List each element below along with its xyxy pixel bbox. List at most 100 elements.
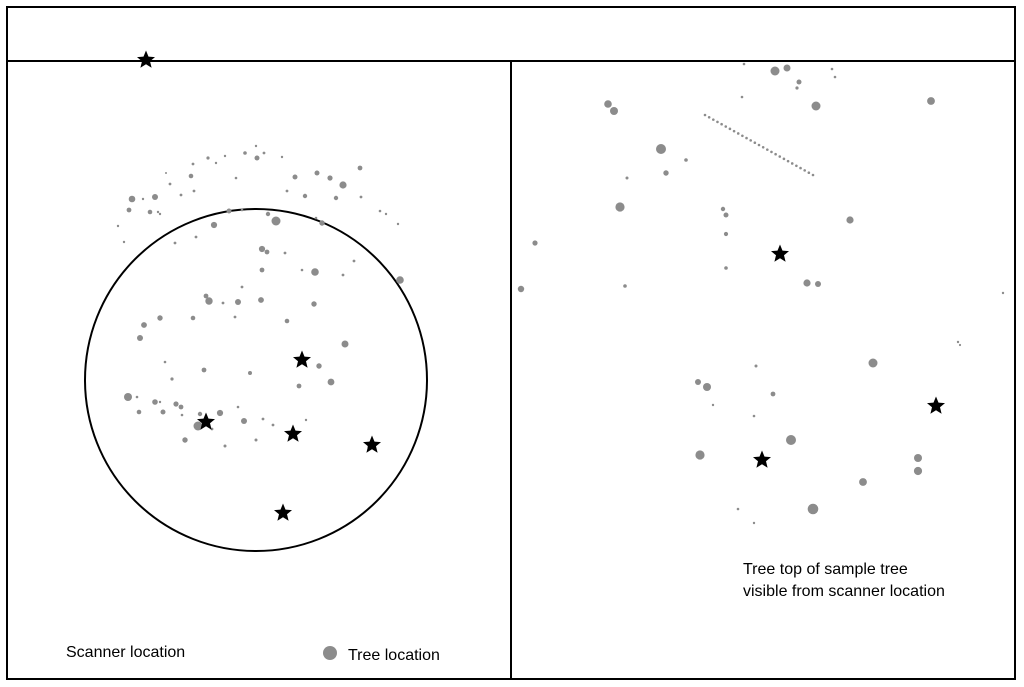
tree-point: [137, 335, 143, 341]
tree-point: [141, 197, 145, 201]
tree-point: [311, 268, 319, 276]
tree-point: [264, 249, 270, 255]
tree-point: [216, 409, 224, 417]
tree-point: [160, 409, 166, 415]
tree-point: [786, 159, 790, 163]
right-panel: [517, 62, 1005, 525]
tree-point: [723, 212, 729, 218]
tree-point: [720, 206, 726, 212]
tree-point: [803, 169, 806, 172]
tree-point: [703, 113, 707, 117]
tree-point: [284, 318, 290, 324]
tree-point: [736, 507, 740, 511]
tree-point: [152, 194, 158, 200]
tree-point: [795, 164, 798, 168]
tree-point: [807, 171, 811, 174]
tree-point: [296, 383, 302, 389]
tree-point: [141, 322, 147, 328]
tree-point: [761, 146, 765, 149]
tree-point: [1001, 291, 1005, 295]
tree-point: [749, 139, 752, 142]
tree-point: [233, 315, 237, 319]
tree-point: [135, 395, 139, 399]
scanner-star-icon: [274, 503, 292, 521]
right-scanner-points: [753, 244, 945, 468]
left-scanner-points: [197, 350, 381, 521]
tree-point: [728, 127, 732, 131]
tree-point: [165, 172, 167, 174]
tree-point: [958, 343, 962, 347]
tree-point: [240, 285, 244, 289]
tree-point: [194, 235, 198, 239]
tree-point: [724, 125, 728, 128]
tree-point: [124, 393, 132, 401]
tree-point: [623, 284, 627, 288]
tree-point: [280, 155, 284, 159]
tree-point: [152, 399, 158, 405]
tree-point: [254, 144, 258, 148]
tree-point: [136, 409, 142, 415]
tree-point: [265, 211, 271, 217]
tree-point: [226, 208, 232, 214]
left-tree-points: [116, 144, 404, 449]
tree-point: [742, 62, 746, 66]
tree-point: [156, 210, 160, 214]
tree-point: [913, 466, 923, 476]
tree-point: [723, 231, 729, 237]
tree-point: [206, 156, 210, 160]
tree-point: [210, 427, 214, 431]
tree-point: [341, 340, 349, 348]
scanner-star-icon: [753, 450, 771, 468]
tree-point: [311, 301, 317, 307]
tree-point: [610, 107, 618, 115]
tree-point: [914, 454, 922, 462]
tree-point: [778, 155, 782, 158]
scanner-star-icon: [137, 50, 155, 68]
tree-point: [770, 150, 773, 154]
tree-point: [221, 301, 225, 305]
tree-point: [147, 209, 153, 215]
tree-point: [205, 297, 213, 305]
tree-point: [234, 176, 238, 180]
tree-point: [736, 132, 740, 135]
tree-point: [656, 144, 666, 154]
tree-point: [316, 363, 322, 369]
tree-point: [352, 259, 356, 263]
tree-point: [304, 418, 308, 422]
tree-point: [193, 421, 203, 431]
legend-scanner-label: Scanner location: [66, 644, 185, 661]
tree-point: [711, 403, 715, 407]
tree-point: [695, 379, 701, 385]
tree-point: [201, 367, 207, 373]
tree-point: [128, 195, 136, 203]
tree-point: [178, 404, 184, 410]
tree-point: [956, 340, 960, 344]
tree-point: [254, 155, 260, 161]
tree-point: [333, 195, 339, 201]
legend-tree-label: Tree location: [348, 647, 440, 664]
tree-point: [752, 521, 756, 525]
tree-point: [327, 378, 335, 386]
tree-point: [168, 182, 172, 186]
tree-point: [203, 293, 209, 299]
tree-point: [314, 216, 318, 220]
tree-point: [214, 161, 218, 165]
tree-point: [754, 364, 758, 368]
header-scanner-points: [137, 50, 155, 68]
tree-point: [243, 151, 247, 155]
scanner-star-icon: [771, 244, 789, 262]
tree-point: [223, 444, 227, 448]
tree-point: [163, 360, 167, 364]
tree-point: [314, 170, 320, 176]
tree-point: [271, 216, 281, 226]
tree-point: [258, 297, 264, 303]
tree-point: [720, 122, 723, 126]
tree-point: [741, 134, 744, 138]
tree-point: [170, 377, 174, 381]
tree-point: [341, 273, 345, 277]
tree-point: [846, 216, 854, 224]
tree-point: [757, 143, 761, 147]
tree-point: [774, 152, 777, 156]
tree-point: [770, 391, 776, 397]
scanner-star-icon: [927, 396, 945, 414]
